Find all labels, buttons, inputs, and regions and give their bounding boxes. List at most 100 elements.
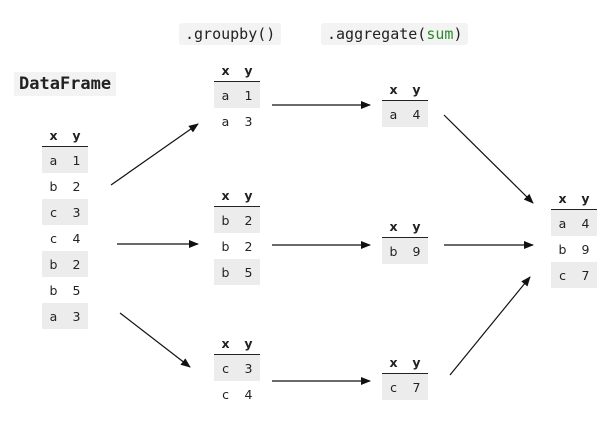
table-header: x y (382, 353, 428, 374)
table-header: x y (214, 186, 260, 207)
cell: 4 (581, 215, 590, 231)
cell: c (50, 230, 57, 246)
cell: 2 (72, 178, 81, 194)
column-header: y (412, 219, 421, 234)
column-header: y (412, 82, 421, 97)
cell: a (389, 106, 398, 122)
cell: 5 (244, 264, 253, 280)
cell: 7 (581, 267, 590, 283)
cell: b (49, 178, 58, 194)
cell: b (221, 238, 230, 254)
cell: 2 (72, 256, 81, 272)
cell: 3 (244, 360, 253, 376)
cell: c (559, 267, 566, 283)
cell: 9 (581, 241, 590, 257)
cell: 9 (412, 243, 421, 259)
cell: 3 (72, 308, 81, 324)
column-header: y (412, 355, 421, 370)
cell: 1 (244, 87, 253, 103)
table-header: x y (42, 126, 88, 147)
arrow-split-a (110, 123, 199, 186)
cell: b (49, 282, 58, 298)
cell: a (221, 87, 230, 103)
groupby-label: .groupby() (179, 23, 282, 45)
column-header: x (221, 336, 230, 351)
column-header: y (244, 63, 253, 78)
cell: 5 (72, 282, 81, 298)
aggregate-fn: sum (426, 25, 454, 43)
cell: a (221, 113, 230, 129)
table-header: x y (214, 334, 260, 355)
aggregate-label: .aggregate(sum) (321, 23, 469, 45)
cell: a (558, 215, 567, 231)
cell: c (50, 204, 57, 220)
cell: 2 (244, 212, 253, 228)
cell: 2 (244, 238, 253, 254)
dataframe-title: DataFrame (14, 72, 117, 96)
cell: 3 (244, 113, 253, 129)
column-header: x (389, 82, 398, 97)
cell: 1 (72, 152, 81, 168)
arrow-split-c (119, 312, 191, 368)
column-header: x (49, 128, 58, 143)
cell: b (558, 241, 567, 257)
cell: b (221, 212, 230, 228)
column-header: y (581, 191, 590, 206)
table-header: x y (551, 189, 597, 210)
cell: b (221, 264, 230, 280)
column-header: y (244, 336, 253, 351)
cell: b (49, 256, 58, 272)
cell: 4 (412, 106, 421, 122)
cell: c (390, 379, 397, 395)
table-header: x y (382, 217, 428, 238)
table-header: x y (214, 61, 260, 82)
cell: c (222, 360, 229, 376)
cell: b (389, 243, 398, 259)
column-header: y (72, 128, 81, 143)
cell: 4 (72, 230, 81, 246)
cell: a (49, 152, 58, 168)
column-header: x (221, 63, 230, 78)
cell: 4 (244, 386, 253, 402)
cell: c (222, 386, 229, 402)
column-header: x (221, 188, 230, 203)
column-header: x (389, 219, 398, 234)
cell: 7 (412, 379, 421, 395)
arrow-combine-a (443, 114, 534, 204)
cell: 3 (72, 204, 81, 220)
column-header: x (558, 191, 567, 206)
column-header: x (389, 355, 398, 370)
arrow-combine-c (449, 276, 531, 376)
groupby-text: .groupby() (185, 25, 276, 43)
column-header: y (244, 188, 253, 203)
aggregate-prefix: .aggregate( (327, 25, 427, 43)
cell: a (49, 308, 58, 324)
table-header: x y (382, 80, 428, 101)
